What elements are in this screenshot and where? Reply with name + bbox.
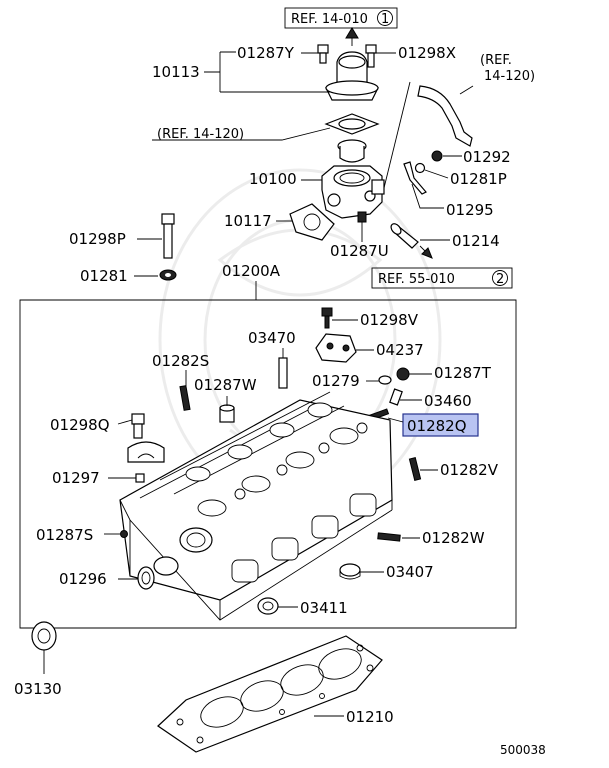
ref-55-010-label[interactable]: REF. 55-010 2 — [371, 267, 513, 289]
label-10100: 10100 — [249, 170, 297, 188]
part-01287w-plug[interactable] — [219, 404, 235, 423]
ref-side-bottom[interactable]: 14-120) — [484, 69, 535, 84]
svg-text:REF. 14-010: REF. 14-010 — [291, 12, 368, 27]
part-03411-seal[interactable] — [257, 597, 279, 615]
label-01295: 01295 — [446, 201, 494, 219]
svg-text:2: 2 — [496, 272, 504, 287]
ref-14-010-label[interactable]: REF. 14-010 1 — [284, 7, 398, 29]
highlighted-label-01282Q[interactable]: 01282Q — [402, 413, 479, 437]
part-01282v-stud[interactable] — [408, 456, 422, 482]
assembly-frame — [19, 299, 517, 629]
label-10113: 10113 — [152, 63, 200, 81]
label-01200A: 01200A — [222, 262, 281, 280]
svg-text:01282Q: 01282Q — [407, 417, 467, 435]
part-01210-head-gasket[interactable] — [157, 635, 383, 753]
label-03470: 03470 — [248, 329, 296, 347]
part-01279-oring[interactable] — [378, 375, 392, 385]
part-01200a-cylinder-head[interactable] — [119, 391, 393, 621]
svg-text:REF. 55-010: REF. 55-010 — [378, 272, 455, 287]
part-10100-thermostat-housing[interactable] — [321, 165, 385, 219]
label-01297: 01297 — [52, 469, 100, 487]
part-01298v-bolt[interactable] — [321, 307, 333, 329]
part-01298x-bolt[interactable] — [365, 44, 377, 68]
svg-text:1: 1 — [381, 12, 389, 27]
part-01298p-bolt[interactable] — [161, 213, 175, 259]
ref-mid[interactable]: (REF. 14-120) — [157, 127, 244, 142]
label-01214: 01214 — [452, 232, 500, 250]
label-03407: 03407 — [386, 563, 434, 581]
label-01281P: 01281P — [450, 170, 507, 188]
label-01210: 01210 — [346, 708, 394, 726]
label-01287Y: 01287Y — [237, 44, 295, 62]
label-03460: 03460 — [424, 392, 472, 410]
part-01287y-bolt[interactable] — [317, 44, 329, 64]
label-01298X: 01298X — [398, 44, 456, 62]
label-01282S: 01282S — [152, 352, 209, 370]
part-03470-pin[interactable] — [278, 357, 288, 389]
part-01297-pin[interactable] — [135, 473, 145, 483]
part-bearing-cap[interactable] — [127, 441, 165, 463]
part-01287u-bolt[interactable] — [357, 211, 367, 223]
label-01287T: 01287T — [434, 364, 492, 382]
part-01281-washer[interactable] — [159, 269, 177, 281]
part-outlet-gasket[interactable] — [324, 113, 380, 135]
label-01298P: 01298P — [69, 230, 126, 248]
part-01214-fitting[interactable] — [389, 222, 419, 249]
label-01292: 01292 — [463, 148, 511, 166]
arrow-down-right-icon — [421, 247, 433, 259]
part-03407-seal[interactable] — [339, 563, 361, 580]
part-01282w-stud[interactable] — [377, 532, 401, 542]
part-01282s-stud[interactable] — [179, 385, 191, 411]
label-03130: 03130 — [14, 680, 62, 698]
part-thermostat[interactable] — [337, 139, 367, 163]
label-01282V: 01282V — [440, 461, 499, 479]
label-01296: 01296 — [59, 570, 107, 588]
part-01287s-plug[interactable] — [120, 530, 128, 538]
part-bypass-hose[interactable] — [417, 85, 473, 147]
label-01287S: 01287S — [36, 526, 93, 544]
label-01287U: 01287U — [330, 242, 389, 260]
label-01282W: 01282W — [422, 529, 485, 547]
part-01296-seal[interactable] — [137, 566, 155, 590]
part-01287t-plug[interactable] — [396, 367, 410, 381]
part-04237-cover[interactable] — [315, 333, 357, 363]
part-10117-gasket[interactable] — [289, 203, 335, 241]
label-03411: 03411 — [300, 599, 348, 617]
ref-side-top[interactable]: (REF. — [480, 53, 512, 68]
label-01298Q: 01298Q — [50, 416, 110, 434]
label-04237: 04237 — [376, 341, 424, 359]
diagram-id: 500038 — [500, 743, 546, 757]
arrow-up-icon — [345, 27, 359, 39]
part-01281p-washer[interactable] — [414, 162, 426, 174]
label-01279: 01279 — [312, 372, 360, 390]
part-03460-pin[interactable] — [389, 388, 403, 406]
label-01287W: 01287W — [194, 376, 257, 394]
part-10113-water-outlet[interactable] — [325, 51, 379, 101]
part-01292-nut[interactable] — [431, 150, 443, 162]
part-01298q-bolt[interactable] — [131, 413, 145, 439]
label-01298V: 01298V — [360, 311, 419, 329]
label-10117: 10117 — [224, 212, 272, 230]
part-01295-clamp[interactable] — [403, 161, 427, 195]
part-03130-seal[interactable] — [31, 621, 57, 651]
label-01281: 01281 — [80, 267, 128, 285]
